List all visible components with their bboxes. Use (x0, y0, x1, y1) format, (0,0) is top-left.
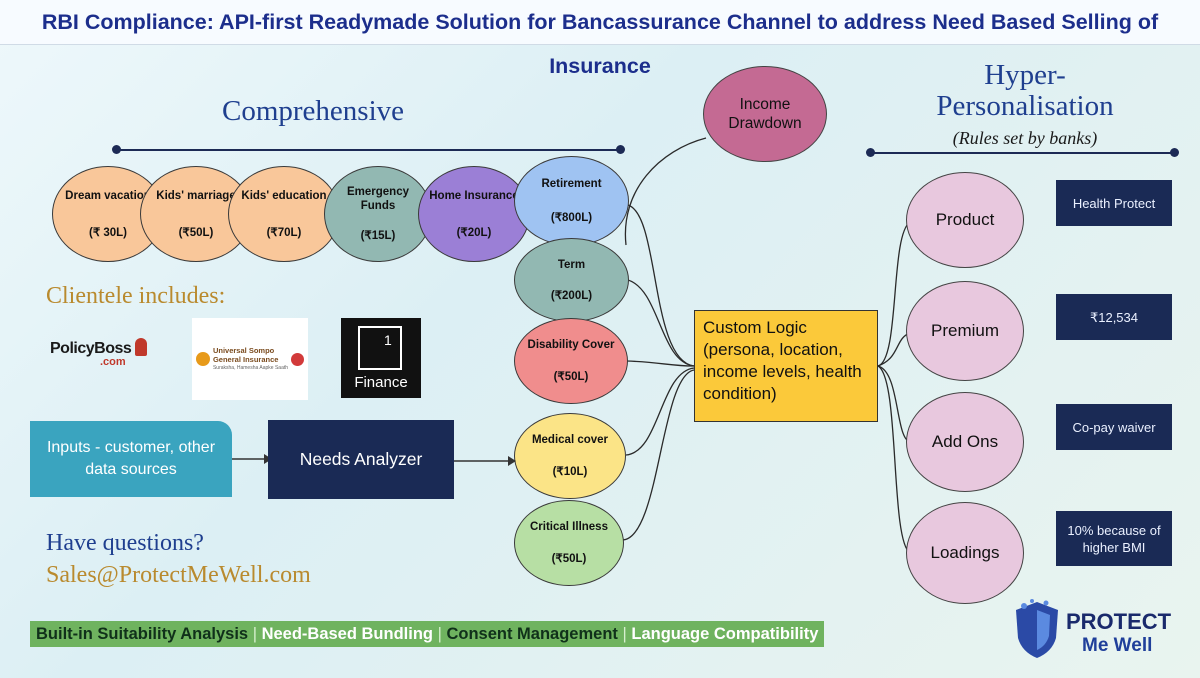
goal-emergency-funds: Emergency Funds (₹15L) (324, 166, 432, 262)
comprehensive-line (116, 149, 621, 151)
one-finance-logo: 1 Finance (341, 318, 421, 398)
goal-amount: (₹15L) (360, 230, 396, 242)
output-loadings: Loadings (906, 502, 1024, 604)
sompo-mark-icon (195, 352, 210, 366)
clientele-heading: Clientele includes: (46, 283, 226, 309)
questions-heading: Have questions? (46, 530, 204, 556)
cover-name: Term (557, 258, 586, 271)
line-end-dot (616, 145, 625, 154)
cover-amount: (₹800L) (550, 212, 593, 224)
shield-icon (1012, 598, 1062, 662)
cover-term: Term (₹200L) (514, 238, 629, 322)
sompo-line2: General Insurance (212, 354, 279, 364)
hyper-heading: Hyper- Personalisation (900, 60, 1150, 122)
brand-line1: PROTECT (1066, 609, 1172, 634)
goal-home-insurance: Home Insurance (₹20L) (418, 166, 530, 262)
income-drawdown-line2: Drawdown (728, 115, 802, 132)
feature-consent: Consent Management (446, 625, 618, 643)
cover-disability: Disability Cover (₹50L) (514, 318, 628, 404)
output-premium-value: ₹12,534 (1056, 294, 1172, 340)
sompo-logo: Universal Sompo General Insurance Suraks… (192, 318, 308, 400)
sompo-line1: Universal Sompo (212, 345, 275, 355)
person-icon (135, 338, 148, 356)
feature-suitability: Built-in Suitability Analysis (36, 625, 249, 643)
needs-analyzer-box: Needs Analyzer (268, 420, 454, 499)
cover-name: Retirement (541, 178, 602, 190)
inputs-box: Inputs - customer, other data sources (30, 421, 232, 497)
sompo-red-mark-icon (291, 352, 305, 366)
one-finance-num: 1 (384, 332, 392, 348)
arrow-icon (232, 454, 272, 464)
goal-amount: (₹ 30L) (89, 226, 127, 239)
cover-medical: Medical cover (₹10L) (514, 413, 626, 499)
policyboss-sub: .com (100, 356, 126, 368)
one-finance-box-icon (358, 326, 402, 370)
output-loadings-value: 10% because of higher BMI (1056, 511, 1172, 566)
output-product-value: Health Protect (1056, 180, 1172, 226)
income-drawdown-line1: Income (739, 96, 791, 113)
goal-name: Dream vacation (65, 189, 151, 202)
cover-amount: (₹50L) (551, 553, 587, 565)
cover-amount: (₹10L) (552, 466, 588, 478)
feature-language: Language Compatibility (631, 625, 819, 643)
sompo-tag: Suraksha, Hamesha Aapke Saath (212, 364, 289, 371)
cover-name: Critical Illness (530, 521, 608, 533)
goal-dream-vacation: Dream vacation (₹ 30L) (52, 166, 164, 262)
cover-critical-illness: Critical Illness (₹50L) (514, 500, 624, 586)
output-premium: Premium (906, 281, 1024, 381)
policyboss-logo: PolicyBoss .com (50, 338, 168, 378)
output-add-ons: Add Ons (906, 392, 1024, 492)
cover-retirement: Retirement (₹800L) (514, 156, 629, 246)
cover-name: Medical cover (531, 434, 609, 446)
income-drawdown-oval: Income Drawdown (703, 66, 827, 162)
output-add-ons-value: Co-pay waiver (1056, 404, 1172, 450)
brand-line2: Me Well (1082, 635, 1153, 656)
comprehensive-heading: Comprehensive (222, 95, 405, 127)
hyper-subheading: (Rules set by banks) (952, 128, 1098, 148)
page-title: RBI Compliance: API-first Readymade Solu… (0, 0, 1200, 78)
goal-name: Kids' education (241, 189, 327, 202)
hyper-line (870, 152, 1174, 154)
policyboss-main: PolicyBoss (50, 340, 132, 357)
custom-logic-box: Custom Logic (persona, location, income … (694, 310, 878, 422)
one-finance-word: Finance (354, 374, 408, 391)
goal-amount: (₹50L) (178, 226, 214, 239)
brand-name: PROTECT Me Well (1066, 610, 1171, 658)
line-end-dot (1170, 148, 1179, 157)
feature-footer: Built-in Suitability Analysis | Need-Bas… (30, 621, 825, 647)
cover-name: Disability Cover (527, 339, 615, 351)
goal-amount: (₹20L) (456, 226, 492, 239)
cover-amount: (₹50L) (553, 371, 589, 383)
hyper-heading-line2: Personalisation (936, 90, 1114, 122)
feature-bundling: Need-Based Bundling (261, 625, 433, 643)
goal-name: Emergency Funds (346, 186, 409, 212)
goal-amount: (₹70L) (266, 226, 302, 239)
hyper-heading-line1: Hyper- (984, 59, 1066, 91)
arrow-icon (454, 456, 516, 466)
contact-email[interactable]: Sales@ProtectMeWell.com (46, 562, 311, 588)
goal-name: Home Insurance (429, 189, 519, 202)
cover-amount: (₹200L) (550, 289, 593, 302)
goal-name: Kids' marriage (156, 189, 236, 202)
output-product: Product (906, 172, 1024, 268)
